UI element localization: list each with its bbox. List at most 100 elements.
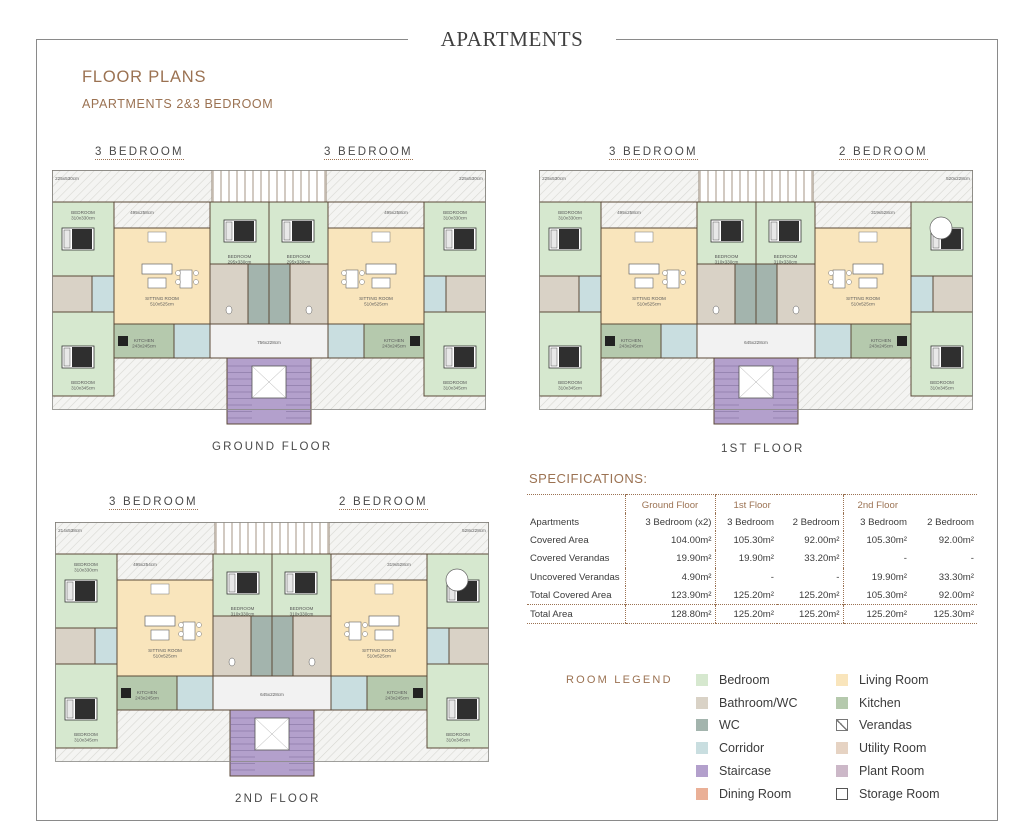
room-label: 225x530cm [542,176,566,181]
first-unit-right-label: 2 BEDROOM [839,146,928,160]
section-heading: FLOOR PLANS [82,68,207,86]
living-room [116,579,214,677]
legend-item-corridor: Corridor [696,739,764,757]
second-unit-left-label: 3 BEDROOM [109,496,198,510]
armchair-icon [150,583,170,595]
pergola [755,170,814,203]
corridor [91,275,115,313]
spec-cell: 3 Bedroom [714,512,777,532]
legend-swatch [836,719,848,732]
spec-row-label: Uncovered Verandas [530,571,620,583]
legend-label: Kitchen [859,695,901,710]
bathroom [209,263,249,325]
bathroom [445,275,486,313]
legend-swatch [696,787,708,800]
page-title: APARTMENTS [408,24,616,54]
room-label: 225x530cm [55,176,79,181]
corridor [327,323,365,359]
spec-header-row: Ground Floor 1st Floor 2nd Floor [527,493,977,513]
legend-swatch [836,674,848,686]
spec-cell: 3 Bedroom [842,512,910,532]
legend-item-utility-room: Utility Room [836,739,926,757]
section-subheading: APARTMENTS 2&3 BEDROOM [82,97,274,111]
legend-label: Corridor [719,741,765,756]
veranda [325,170,486,203]
legend-item-bedroom: Bedroom [696,671,770,689]
corridor [423,275,447,313]
corridor [578,275,602,313]
spec-cell: 4.90m² [624,568,715,587]
toilet-icon [712,305,720,315]
spec-cell: 105.30m² [714,531,777,550]
second-floor-label: 2ND FLOOR [235,793,321,805]
stove-icon [605,336,615,346]
spec-header-cell [527,493,625,513]
specifications-title: SPECIFICATIONS: [529,471,648,486]
living-room [330,579,428,677]
room-label: 225x530cm [459,176,483,181]
legend-swatch [836,787,848,800]
toilet-icon [225,305,233,315]
legend-item-plant-room: Plant Room [836,762,924,780]
stove-icon [410,336,420,346]
sofa-icon [628,263,660,275]
spec-header-first: 1st Floor [714,493,777,513]
corridor [94,627,118,665]
spec-cell: - [836,571,840,583]
living-room [113,227,211,325]
table-icon [179,269,193,289]
room-label: 528x228cm [462,528,486,533]
legend-label: WC [719,718,740,733]
legend-swatch [836,742,848,755]
spec-cell: 125.20m² [714,604,777,624]
spec-row: Covered Verandas 19.90m² 19.90m² 33.20m²… [527,549,977,569]
living-room [327,227,425,325]
pergola [211,170,270,203]
table-icon [182,621,196,641]
landing [209,323,329,359]
spec-cell: 92.00m² [938,534,974,546]
spec-cell: 19.90m² [842,568,910,587]
bathroom [52,275,93,313]
spec-cell: - [714,568,777,587]
room-label: 319x528cm [871,210,895,215]
second-unit-right-label: 2 BEDROOM [339,496,428,510]
legend-label: Plant Room [859,763,925,778]
legend-label: Living Room [859,673,929,687]
room-label: 495x254cm [133,562,157,567]
veranda [52,170,213,203]
spec-cell: 125.20m² [798,589,840,601]
spec-row-label: Total Area [527,604,625,624]
table-icon [345,269,359,289]
stove-icon [897,336,907,346]
spec-row: Total Covered Area 123.90m² 125.20m² 125… [527,586,977,605]
specifications-table: Ground Floor 1st Floor 2nd Floor Apartme… [527,493,977,624]
legend-swatch [696,674,708,686]
wc [755,263,778,325]
toilet-icon [305,305,313,315]
pergola [698,170,757,203]
outer-boundary [539,170,973,410]
terrace-table-icon [929,216,953,240]
spec-cell: - [842,549,910,569]
room-label: 495x258cm [617,210,641,215]
spec-cell: 105.30m² [842,531,910,550]
corridor [660,323,698,359]
